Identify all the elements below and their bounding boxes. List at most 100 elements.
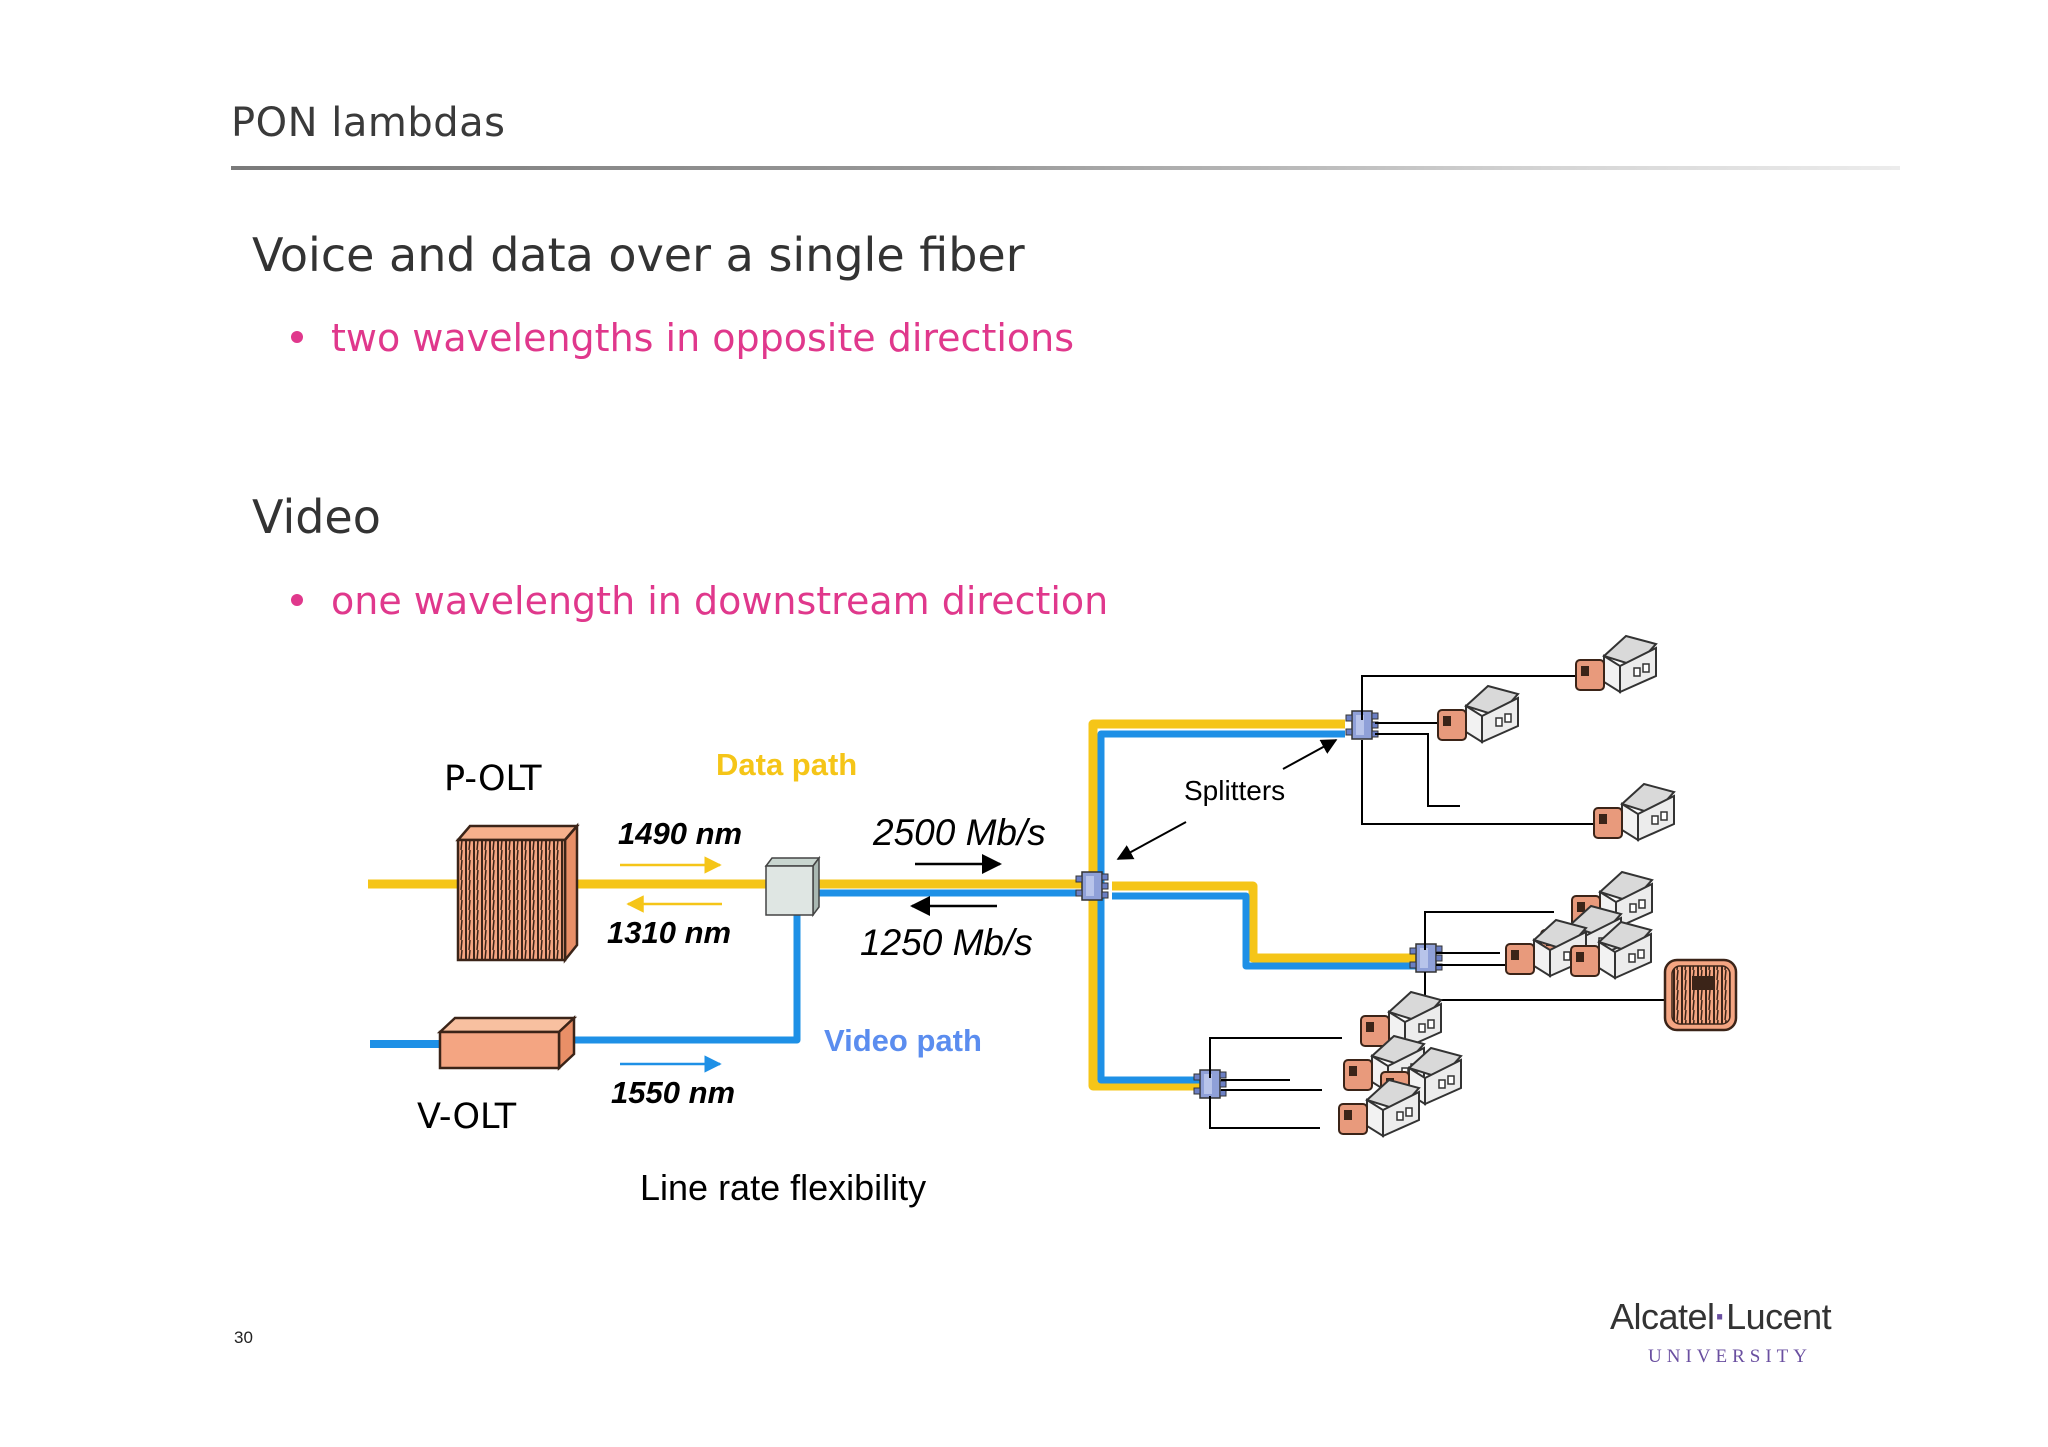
ont-box: [1338, 1103, 1368, 1135]
house-front: [1366, 1098, 1384, 1138]
wdm-coupler: [764, 855, 821, 918]
rate-2500-label: 2500 Mb/s: [872, 812, 1046, 853]
house-window: [1563, 951, 1571, 961]
logo-university: UNIVERSITY: [1648, 1346, 1812, 1367]
wavelength-1490-label: 1490 nm: [618, 816, 742, 851]
splitter-main: [1075, 871, 1109, 901]
page-number: 30: [234, 1328, 253, 1347]
splitter-port: [1345, 728, 1353, 736]
splitter-port: [1371, 712, 1379, 720]
houses: [1338, 634, 1676, 1138]
splitter-port: [1075, 875, 1083, 883]
house-with-ont: [1570, 920, 1653, 980]
ont-display: [1349, 1066, 1357, 1076]
house-front: [1603, 654, 1621, 694]
p-olt-label: P-OLT: [444, 759, 542, 799]
house-with-ont: [1575, 634, 1658, 694]
bullet-one-wavelength: one wavelength in downstream direction: [291, 579, 1108, 623]
ont-box: [1360, 1015, 1390, 1047]
house-window: [1504, 713, 1512, 723]
splitter-pointer-arrow: [1116, 821, 1187, 860]
logo-dot-icon: ·: [1714, 1296, 1727, 1337]
splitter-face: [1420, 948, 1428, 968]
house-window: [1651, 815, 1659, 825]
ont-box: [1570, 945, 1600, 977]
splitter-port: [1345, 714, 1353, 722]
video-fiber: [370, 730, 1420, 1084]
alcatel-lucent-logo: Alcatel·Lucent: [1610, 1296, 1832, 1338]
video-path-label: Video path: [824, 1023, 982, 1058]
house-window: [1495, 717, 1503, 727]
bullet-text: one wavelength in downstream direction: [331, 579, 1109, 623]
house-window: [1427, 1019, 1435, 1029]
house-window: [1638, 899, 1646, 909]
data-fiber: [368, 719, 1420, 1091]
bullet-two-wavelengths: two wavelengths in opposite directions: [291, 316, 1074, 360]
house-window: [1660, 811, 1668, 821]
logo-text-left: Alcatel: [1610, 1296, 1715, 1337]
business-ont: [1663, 958, 1738, 1032]
ont-box: [1505, 943, 1535, 975]
drop-lines: [1209, 675, 1673, 1129]
slide-title: PON lambdas: [231, 100, 506, 146]
bullet-text: two wavelengths in opposite directions: [331, 316, 1075, 360]
ont-display: [1344, 1110, 1352, 1120]
splitter-port: [1101, 882, 1109, 890]
splitter-pointer-arrow: [1282, 739, 1338, 770]
v-olt-label: V-OLT: [417, 1097, 517, 1137]
section-heading-voice-data: Voice and data over a single fiber: [252, 228, 1025, 282]
ont-display: [1581, 666, 1589, 676]
title-divider: [231, 166, 1900, 170]
ont-display: [1599, 814, 1607, 824]
v-olt-equipment: [436, 1015, 578, 1071]
rate-1250-label: 1250 Mb/s: [860, 922, 1033, 963]
house-with-ont: [1593, 782, 1676, 842]
wavelength-1550-label: 1550 nm: [611, 1075, 735, 1110]
splitter-port: [1219, 1071, 1227, 1079]
house-window: [1447, 1075, 1455, 1085]
splitter-port: [1075, 889, 1083, 897]
house-window: [1405, 1107, 1413, 1117]
section-heading-video: Video: [252, 490, 381, 544]
wavelength-1310-label: 1310 nm: [607, 915, 731, 950]
diagram-caption: Line rate flexibility: [640, 1167, 926, 1208]
house-window: [1438, 1079, 1446, 1089]
ont-box: [1575, 659, 1605, 691]
splitter-port: [1219, 1080, 1227, 1088]
splitter-port: [1193, 1087, 1201, 1095]
splitter-port: [1101, 891, 1109, 899]
ont-display: [1366, 1022, 1374, 1032]
house-window: [1396, 1111, 1404, 1121]
house-window: [1637, 949, 1645, 959]
splitter-port: [1101, 873, 1109, 881]
house-window: [1629, 903, 1637, 913]
bullet-dot: [291, 330, 303, 343]
house-window: [1642, 663, 1650, 673]
ont-display: [1577, 902, 1585, 912]
p-olt-equipment: [455, 822, 580, 964]
splitters-label: Splitters: [1184, 775, 1285, 806]
house-with-ont: [1437, 684, 1520, 744]
house-window: [1633, 667, 1641, 677]
house-window: [1628, 953, 1636, 963]
ont-box: [1437, 709, 1467, 741]
ont-display: [1443, 716, 1451, 726]
logo-text-right: Lucent: [1726, 1296, 1832, 1337]
ont-display: [1576, 952, 1584, 962]
ont-box: [1593, 807, 1623, 839]
ont-display: [1511, 950, 1519, 960]
splitter-face: [1204, 1074, 1212, 1094]
house-front: [1465, 704, 1483, 744]
splitter-face: [1086, 876, 1094, 896]
bullet-dot: [291, 593, 303, 606]
splitter-port: [1409, 947, 1417, 955]
splitter-port: [1409, 961, 1417, 969]
splitter-face: [1356, 715, 1364, 735]
house-with-ont: [1338, 1078, 1421, 1138]
splitter-port: [1435, 954, 1443, 962]
data-path-label: Data path: [716, 747, 857, 782]
splitter-port: [1193, 1073, 1201, 1081]
house-front: [1621, 802, 1639, 842]
house-window: [1418, 1023, 1426, 1033]
